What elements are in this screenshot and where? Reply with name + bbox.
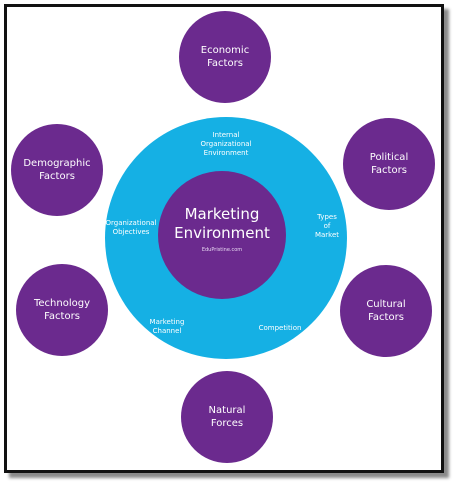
ring-label-organizational-objectives: Organizational Objectives	[105, 219, 157, 236]
ring-label-competition: Competition	[258, 324, 302, 332]
ring-label-internal-organizational-environment: Internal Organizational Environment	[200, 131, 252, 157]
marketing-environment-core: Marketing Environment EduPristine.com	[158, 171, 286, 299]
core-credit: EduPristine.com	[201, 247, 243, 253]
factor-economic: Economic Factors	[179, 11, 271, 103]
factor-cultural: Cultural Factors	[340, 265, 432, 357]
core-title: Marketing Environment	[174, 205, 270, 242]
ring-label-marketing-channel: Marketing Channel	[149, 318, 185, 335]
diagram-frame: Marketing Environment EduPristine.com In…	[4, 4, 444, 473]
factor-political: Political Factors	[343, 118, 435, 210]
factor-technology: Technology Factors	[16, 264, 108, 356]
factor-natural: Natural Forces	[181, 371, 273, 463]
factor-demographic: Demographic Factors	[11, 124, 103, 216]
ring-label-types-of-market: Types of Market	[314, 213, 340, 239]
